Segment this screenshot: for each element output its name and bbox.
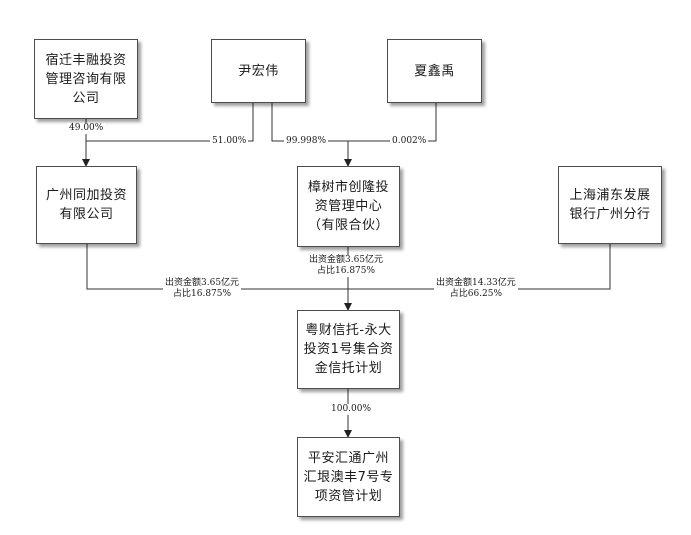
- node-xia: 夏鑫禹: [387, 39, 482, 103]
- edge-label-zhangshu-trust-amount: 出资金额3.65亿元: [309, 255, 384, 265]
- node-yin-label: 尹宏伟: [238, 63, 279, 79]
- node-tongjia-label: 广州同加投资有限公司: [45, 188, 127, 222]
- node-pingan: 平安汇通广州汇垠澳丰7号专项资管计划: [297, 437, 400, 517]
- edge-label-spdb-trust-amount: 出资金额14.33亿元: [436, 278, 516, 288]
- edge-yin-tongjia: [86, 103, 254, 142]
- edge-label-suqian-tongjia: 49.00%: [67, 123, 106, 134]
- node-suqian: 宿迁丰融投资管理咨询有限公司: [34, 39, 138, 119]
- edge-tongjia-trust: [86, 244, 348, 290]
- node-zhangshu-label: 樟树市创隆投资管理中心（有限合伙）: [307, 180, 389, 233]
- node-trust: 粤财信托-永大投资1号集合资金信托计划: [297, 310, 400, 389]
- edge-label-xia-zhangshu: 0.002%: [390, 136, 429, 147]
- node-spdb-label: 上海浦东发展银行广州分行: [569, 188, 651, 222]
- edge-label-trust-pingan: 100.00%: [329, 404, 374, 415]
- node-suqian-label: 宿迁丰融投资管理咨询有限公司: [45, 52, 127, 106]
- edge-label-spdb-trust: 出资金额14.33亿元 占比66.25%: [434, 278, 518, 300]
- node-xia-label: 夏鑫禹: [414, 63, 455, 79]
- node-zhangshu: 樟树市创隆投资管理中心（有限合伙）: [297, 166, 400, 247]
- node-spdb: 上海浦东发展银行广州分行: [558, 166, 662, 244]
- node-tongjia: 广州同加投资有限公司: [36, 166, 137, 244]
- edge-label-yin-tongjia: 51.00%: [210, 136, 249, 147]
- edge-yin-zhangshu: [271, 103, 352, 167]
- edge-label-tongjia-trust-share: 占比16.875%: [173, 289, 232, 299]
- edge-xia-zhangshu: [348, 103, 437, 142]
- edge-label-tongjia-trust: 出资金额3.65亿元 占比16.875%: [163, 278, 242, 300]
- edge-label-yin-zhangshu: 99.998%: [284, 136, 329, 147]
- edge-label-zhangshu-trust-share: 占比16.875%: [317, 266, 376, 276]
- node-trust-label: 粤财信托-永大投资1号集合资金信托计划: [303, 323, 394, 376]
- edge-label-zhangshu-trust: 出资金额3.65亿元 占比16.875%: [307, 255, 386, 277]
- node-yin: 尹宏伟: [211, 39, 306, 103]
- edge-label-tongjia-trust-amount: 出资金额3.65亿元: [165, 278, 240, 288]
- edge-label-spdb-trust-share: 占比66.25%: [449, 289, 503, 299]
- node-pingan-label: 平安汇通广州汇垠澳丰7号专项资管计划: [303, 450, 394, 504]
